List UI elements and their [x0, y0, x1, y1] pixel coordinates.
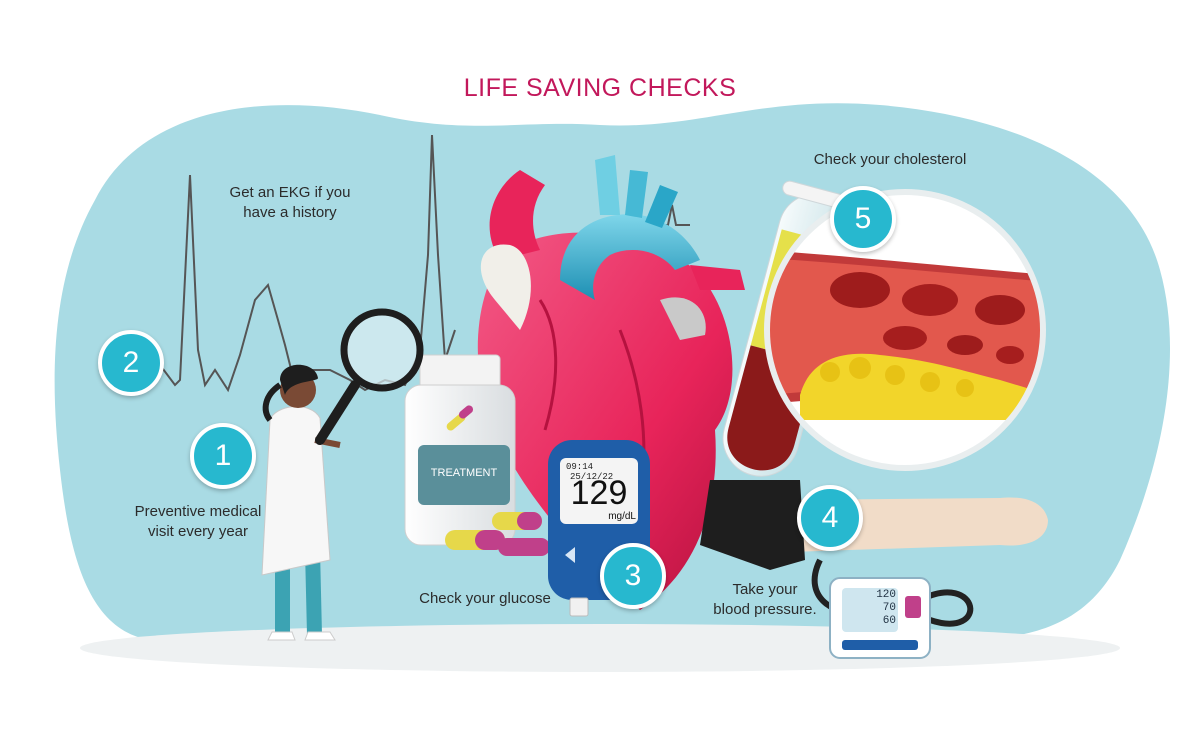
page-title: LIFE SAVING CHECKS [463, 74, 737, 102]
step-5-caption: Check your cholesterol [813, 151, 967, 168]
step-3-caption: Check your glucose [419, 590, 551, 607]
glucometer-date: 25/12/22 [570, 472, 614, 482]
step-1-badge: 1 [190, 423, 256, 489]
glucometer-reading: 129 [570, 474, 628, 512]
floor-shadow [80, 624, 1120, 672]
ekg-waveform [159, 134, 456, 393]
magnifier-icon [315, 308, 424, 445]
step-2-caption: Get an EKG if you have a history [190, 183, 390, 224]
bp-monitor-icon [811, 558, 974, 659]
bp-monitor-display: 120 70 60 [844, 589, 896, 628]
step-3-badge: 3 [600, 543, 666, 609]
bp-pulse: 60 [882, 615, 896, 627]
bp-systolic: 120 [876, 589, 896, 601]
glucometer-header: 09:14 25/12/22 [566, 462, 636, 482]
capsules [445, 512, 550, 556]
step-1-caption: Preventive medical visit every year [118, 502, 278, 543]
step-2-caption-line1: Get an EKG if you [229, 184, 351, 201]
step-4-caption-line1: Take your [732, 581, 798, 598]
step-1-caption-line2: visit every year [147, 523, 249, 541]
pill-bottle-label: TREATMENT [430, 467, 498, 479]
blood-vessel-illustration [764, 189, 1046, 471]
step-4-caption-line2: blood pressure. [713, 601, 817, 619]
step-5-badge: 5 [830, 186, 896, 252]
bp-diastolic: 70 [882, 602, 896, 614]
step-2-caption-line2: have a history [243, 204, 337, 222]
step-1-caption-line1: Preventive medical [134, 503, 262, 520]
step-2-badge: 2 [98, 330, 164, 396]
glucometer-unit: mg/dL [608, 511, 636, 522]
pill-bottle-icon [404, 354, 516, 546]
glucometer-time: 09:14 [566, 462, 594, 472]
capsule-icon [446, 405, 474, 431]
step-4-caption: Take your blood pressure. [700, 580, 830, 621]
step-4-badge: 4 [797, 485, 863, 551]
heart-illustration [477, 155, 745, 610]
